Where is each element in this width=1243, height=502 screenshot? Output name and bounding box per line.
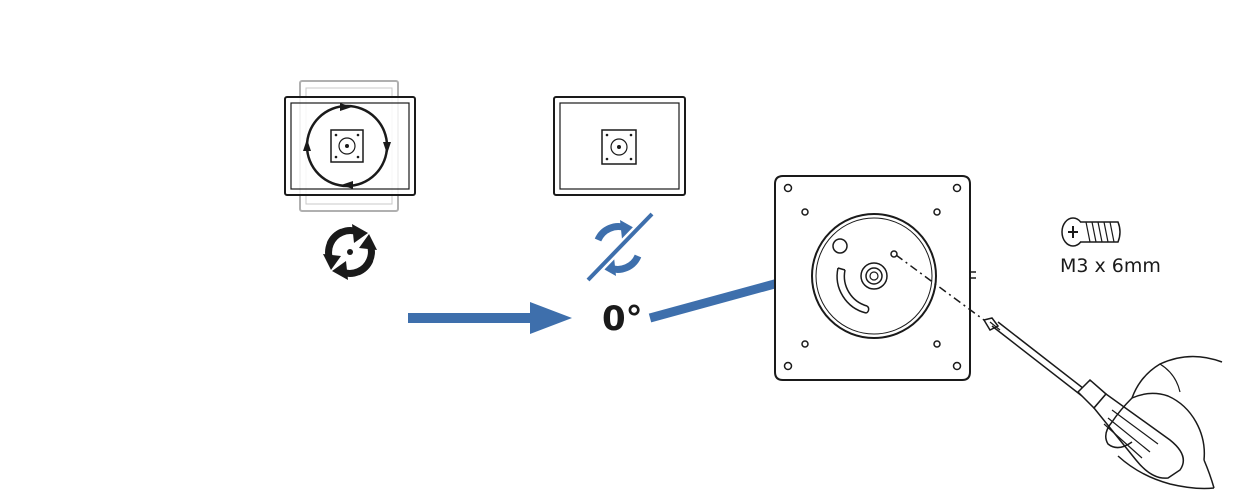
angle-label: 0° <box>602 299 643 339</box>
hand-illustration <box>1105 355 1223 490</box>
no-rotate-icon <box>584 210 656 284</box>
rotate-icon <box>323 224 377 280</box>
step-arrow-1 <box>408 302 572 334</box>
monitor-landscape <box>553 96 686 196</box>
monitor-rotating <box>284 80 416 212</box>
rotate-arrow-bottom-icon <box>341 181 353 189</box>
screw-icon <box>1061 217 1121 247</box>
rotate-arrow-top-icon <box>340 103 352 111</box>
rotate-arrow-left-icon <box>303 139 311 151</box>
mount-plate <box>774 175 976 381</box>
rotate-arrow-right-icon <box>383 142 391 154</box>
screw-label: M3 x 6mm <box>1060 255 1161 277</box>
screw-guide-line <box>895 254 985 321</box>
screwdriver-icon <box>982 317 1185 479</box>
